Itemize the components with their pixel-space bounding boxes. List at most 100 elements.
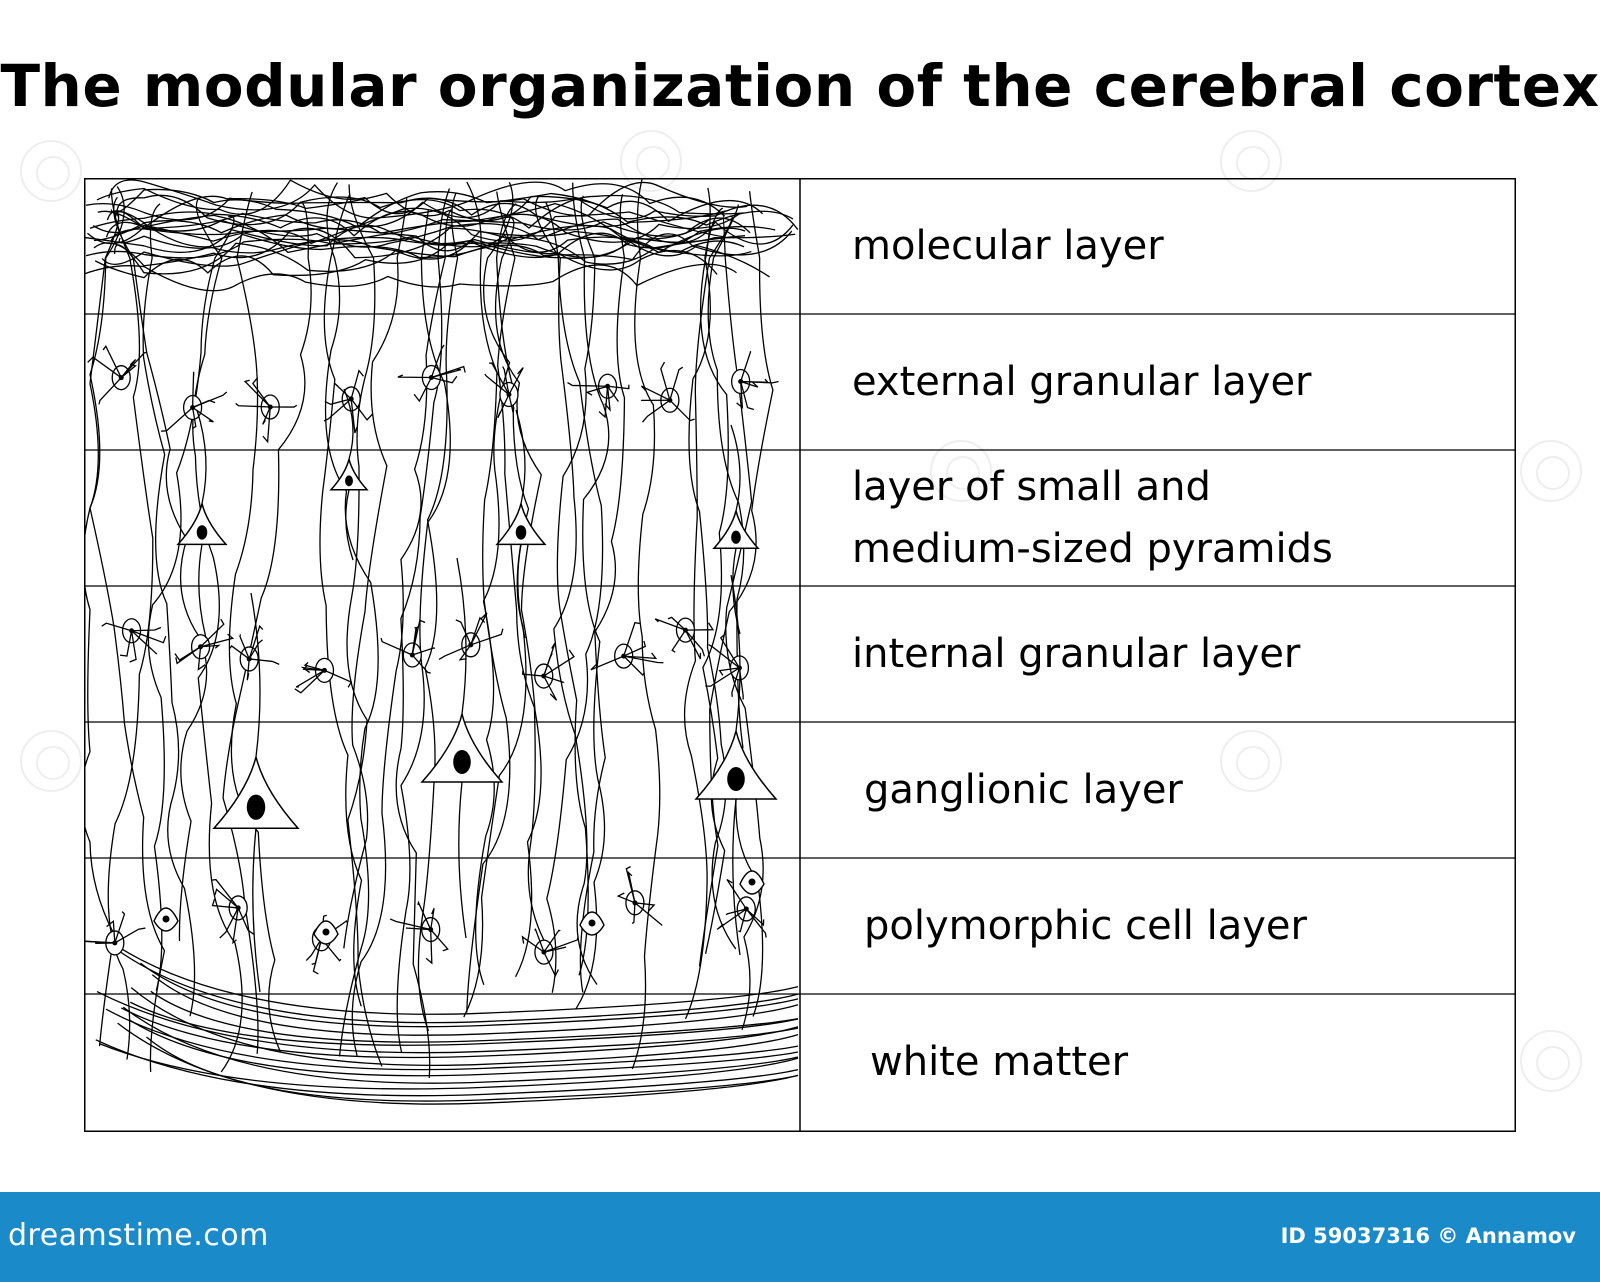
white-matter-fiber [95,1039,799,1097]
granule-cell-branch [543,675,565,684]
white-matter-fiber [129,1001,799,1046]
granule-cell-branch [131,630,167,644]
granule-cell-branch [252,377,271,408]
giant-pyramidal-cell [212,756,300,829]
granule-cell-branch [210,878,239,909]
granule-cell-branch [119,630,133,657]
granule-cell-branch [543,649,575,677]
giant-pyramidal-cell [694,730,778,800]
granule-cell-branch [502,366,510,395]
vertical-fiber [147,215,235,991]
granule-cell-branch [705,667,740,687]
granule-cell-branch [716,908,747,930]
white-matter-fiber [117,1022,799,1105]
small-pyramidal-cell [495,503,547,546]
watermark-icon [1520,440,1582,502]
layer-label-external-granular: external granular layer [852,359,1312,405]
granule-cell-branch [389,918,431,931]
granule-cell-branch [508,394,515,413]
molecular-fiber [93,224,745,267]
layer-label-internal-granular: internal granular layer [852,631,1301,677]
small-pyramidal-cell-axon [198,544,207,639]
small-pyramidal-cell-nucleus [731,530,741,544]
small-pyramidal-cell-nucleus [345,475,353,487]
granule-cell-branch [521,935,545,953]
granule-cell-branch [200,644,221,649]
layer-label-panel: molecular layer external granular layer … [800,178,1516,1132]
granule-cell-branch [262,406,271,425]
molecular-fiber [85,197,726,228]
granule-cell-branch [249,658,280,665]
granule-cell-branch [192,399,216,409]
granule-cell-branch [229,645,250,660]
white-matter-fiber [122,1006,799,1084]
granule-cell-branch [431,365,466,379]
granule-cell-branch [685,622,715,631]
granule-cell-branch [270,404,298,408]
vertical-fiber [346,184,383,1067]
granule-cell-branch [324,398,352,405]
granule-cell-branch [740,380,779,384]
granule-cell-branch [237,907,255,936]
granule-cell-branch [543,951,559,978]
white-matter-fiber [111,942,799,1015]
molecular-fiber [84,263,737,292]
granule-cell-branch [323,398,352,422]
granule-cell-branch [129,630,137,663]
vertical-fiber [351,207,454,1056]
layer-label-molecular: molecular layer [852,223,1164,269]
granule-cell-branch [731,667,741,697]
watermark-icon [1220,730,1282,792]
granule-cell-branch [411,625,419,656]
granule-cell-branch [623,652,658,660]
watermark-icon [20,730,82,792]
granule-cell-branch [543,929,561,953]
image-credit: ID 59037316 © Annamov [1280,1224,1576,1248]
vertical-fiber [192,198,243,1073]
granule-cell-branch [405,927,431,931]
watermark-icon [1520,1030,1582,1092]
granule-cell-branch [350,398,374,421]
white-matter-fiber [150,990,799,1043]
granule-cell-branch [219,907,239,939]
granule-cell-branch [684,629,702,660]
molecular-fiber [89,210,740,243]
granule-cell-branch [114,927,146,944]
granule-cell-branch [303,661,325,671]
vertical-fiber [545,202,604,993]
layer-label-ganglionic: ganglionic layer [864,767,1183,813]
granule-cell-branch [102,344,122,378]
granule-cell-branch [654,618,686,631]
granule-cell-branch [235,402,271,408]
granule-cell-branch [534,928,545,953]
granule-cell-branch [634,902,663,926]
granule-cell-branch [708,644,740,669]
granule-cell-branch [243,379,271,408]
granule-cell-branch [120,359,137,379]
white-matter-fiber [151,974,799,1036]
granule-cell-branch [455,619,472,646]
vertical-fiber [466,181,511,1013]
granule-cell-branch [294,669,325,694]
molecular-fiber [92,207,727,245]
granule-cell-branch [508,367,524,395]
small-pyramidal-cell [176,503,228,546]
polymorphic-cell-nucleus [162,915,170,923]
vertical-fiber [698,191,774,967]
small-pyramidal-cell-axon [345,489,354,561]
polymorphic-cell-nucleus [588,919,596,927]
granule-cell-branch [470,616,486,646]
granule-cell-branch [211,898,239,909]
granule-cell-branch [718,667,740,676]
layer-label-white-matter: white matter [870,1039,1129,1085]
granule-cell-branch [98,377,122,405]
giant-pyramidal-cell-axon [732,798,741,956]
small-pyramidal-cell-apical-dendrite [196,409,207,504]
vertical-fiber [475,181,514,986]
granule-cell-branch [543,653,553,677]
granule-cell-branch [631,902,636,924]
granule-cell-branch [640,385,671,401]
granule-cell-branch [239,634,250,660]
layer-label-small-medium-pyramids: layer of small and medium-sized pyramids [852,464,1333,572]
white-matter-fiber [129,1019,799,1077]
